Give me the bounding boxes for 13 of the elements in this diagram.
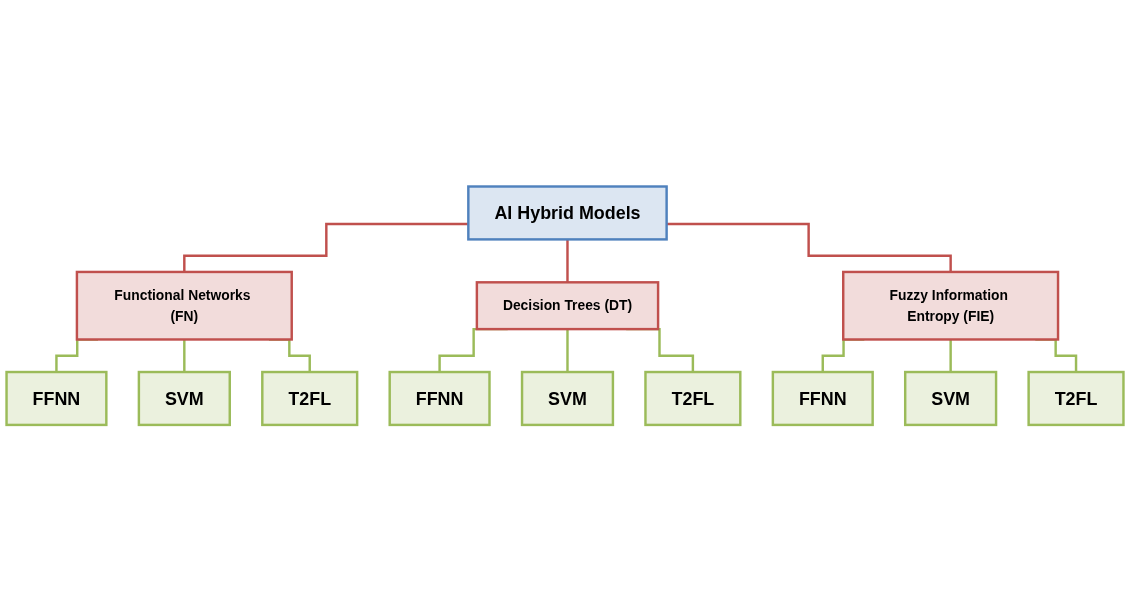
node-box: Functional Networks (FN) [75,270,293,341]
node-box: SVM [137,370,231,426]
node-box: Decision Trees (DT) [475,280,660,331]
node-box: T2FL [644,370,742,426]
node-box: SVM [904,370,998,426]
node-box: FFNN [771,370,874,426]
node-box: Fuzzy Information Entropy (FIE) [842,270,1060,341]
node-box: T2FL [1027,370,1125,426]
node-box: SVM [520,370,615,426]
node-box: FFNN [388,370,491,426]
node-box: T2FL [261,370,359,426]
node-box: FFNN [5,370,108,426]
node-box: AI Hybrid Models [467,185,668,241]
